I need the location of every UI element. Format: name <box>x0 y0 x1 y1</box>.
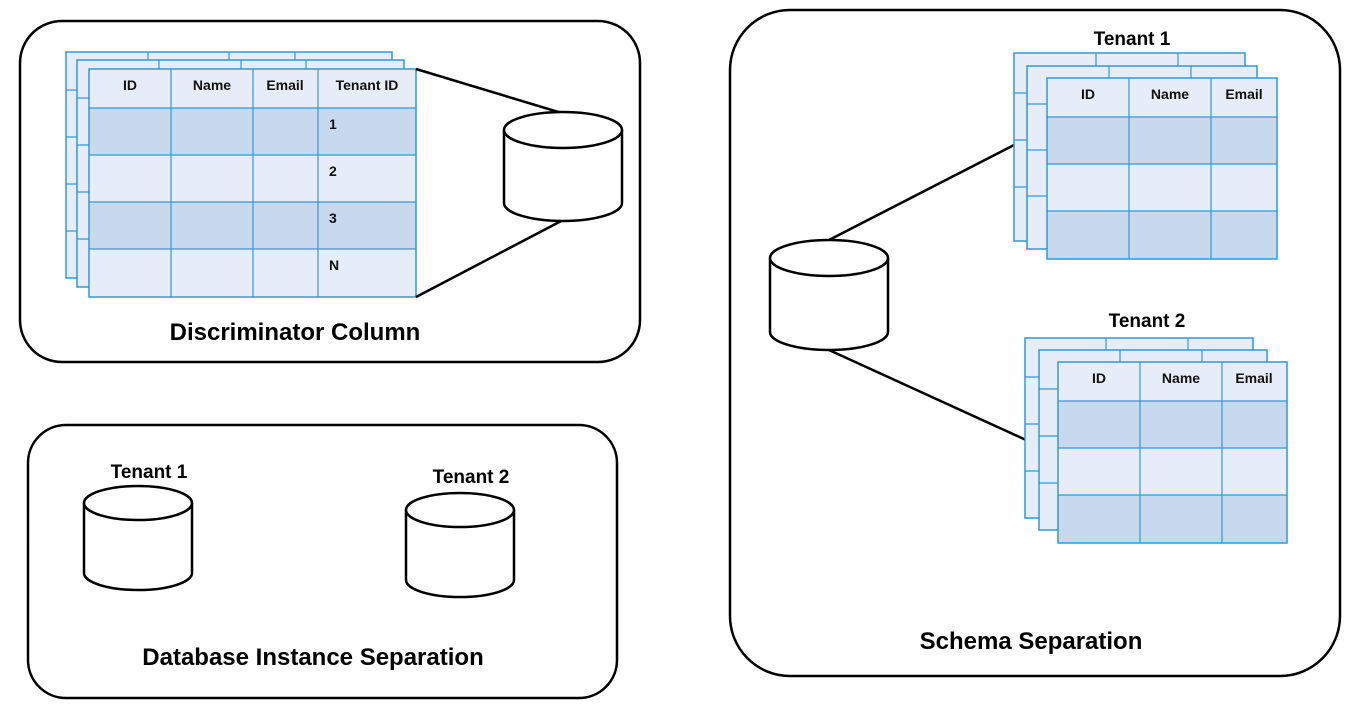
tenant-2-table-stack: ID Name Email <box>1024 337 1288 544</box>
table-row <box>1058 401 1287 448</box>
schema-separation-panel: Tenant 1 <box>728 8 1342 678</box>
tenant-1-label: Tenant 1 <box>111 462 188 483</box>
schema-panel-title: Schema Separation <box>920 628 1143 655</box>
connector-line <box>828 142 1017 242</box>
tenant-2-database-icon <box>404 491 516 599</box>
column-header-id: ID <box>1092 370 1106 386</box>
connector-line <box>415 67 566 116</box>
tenant-1-table: ID Name Email <box>1046 77 1278 260</box>
column-header-name: Name <box>1162 370 1200 386</box>
tenant-2-table: ID Name Email <box>1057 361 1288 544</box>
table-row <box>1058 495 1287 543</box>
discriminator-table-stack: ID Name Email Tenant ID 1 2 3 N <box>65 51 417 298</box>
table-header-row <box>1047 78 1277 117</box>
tenant-id-cell: 3 <box>329 210 337 226</box>
column-header-tenant-id: Tenant ID <box>336 77 399 93</box>
schema-tenant-1-label: Tenant 1 <box>1094 29 1171 50</box>
tenant-2-label: Tenant 2 <box>433 467 510 488</box>
schema-tenant-2-label: Tenant 2 <box>1109 311 1186 332</box>
column-header-id: ID <box>123 77 137 93</box>
tenant-1-table-stack: ID Name Email <box>1013 52 1278 260</box>
tenant-1-database-icon <box>82 484 194 592</box>
tenant-id-cell: N <box>329 257 339 273</box>
column-header-id: ID <box>1081 86 1095 102</box>
shared-database-icon <box>502 110 624 223</box>
column-header-name: Name <box>1151 86 1189 102</box>
connector-line <box>828 348 1027 442</box>
schema-database-icon <box>768 238 890 352</box>
tenant-id-cell: 1 <box>329 116 337 132</box>
tenant-id-cell: 2 <box>329 163 337 179</box>
table-row <box>1047 164 1277 211</box>
database-instance-panel-title: Database Instance Separation <box>142 644 483 671</box>
column-header-name: Name <box>193 77 231 93</box>
table-row <box>1058 448 1287 495</box>
discriminator-column-panel: ID Name Email Tenant ID 1 2 3 N Discrimi… <box>18 19 642 364</box>
table-row <box>1047 117 1277 164</box>
discriminator-table: ID Name Email Tenant ID 1 2 3 N <box>88 68 417 298</box>
column-header-email: Email <box>1235 370 1272 386</box>
column-header-email: Email <box>266 77 303 93</box>
table-row <box>1047 211 1277 259</box>
connector-line <box>415 217 566 299</box>
discriminator-panel-title: Discriminator Column <box>170 319 421 346</box>
table-header-row <box>1058 362 1287 401</box>
database-instance-panel: Tenant 1 Tenant 2 Database Instance Sepa… <box>26 423 619 700</box>
column-header-email: Email <box>1225 86 1262 102</box>
